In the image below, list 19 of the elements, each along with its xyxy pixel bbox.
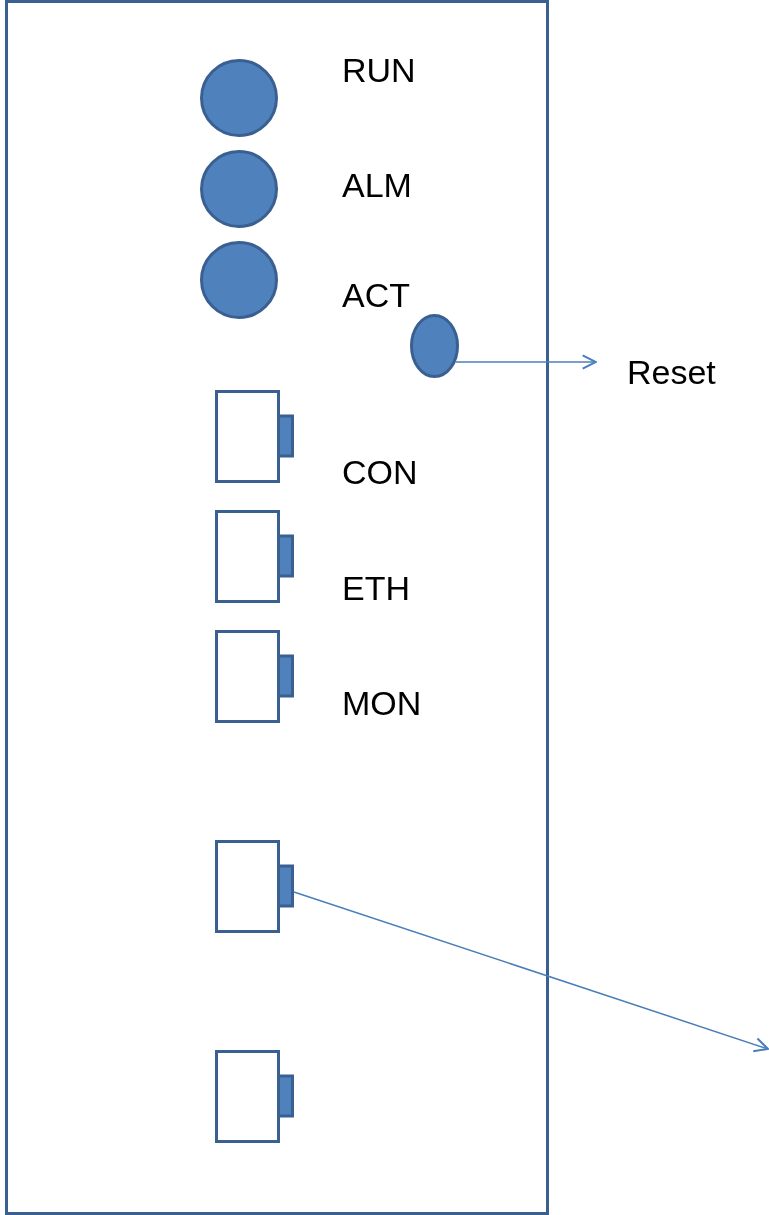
led-label: ALM: [342, 167, 412, 203]
port-socket: [215, 840, 294, 933]
reset-button: [410, 314, 459, 378]
led-label: ACT: [342, 277, 410, 313]
port-socket: [215, 390, 294, 483]
device-panel: [5, 0, 549, 1215]
port-label: ETH: [342, 570, 410, 606]
port-socket: [215, 630, 294, 723]
port-label: CON: [342, 454, 418, 490]
button-label: Reset: [627, 352, 716, 392]
led-indicator: [200, 59, 278, 137]
led-indicator: [200, 150, 278, 228]
arrow: [293, 891, 769, 1053]
led-label: RUN: [342, 52, 416, 88]
led-indicator: [200, 241, 278, 319]
port-label: MON: [342, 685, 422, 721]
arrow: [454, 354, 597, 370]
port-socket: [215, 1050, 294, 1143]
port-socket: [215, 510, 294, 603]
